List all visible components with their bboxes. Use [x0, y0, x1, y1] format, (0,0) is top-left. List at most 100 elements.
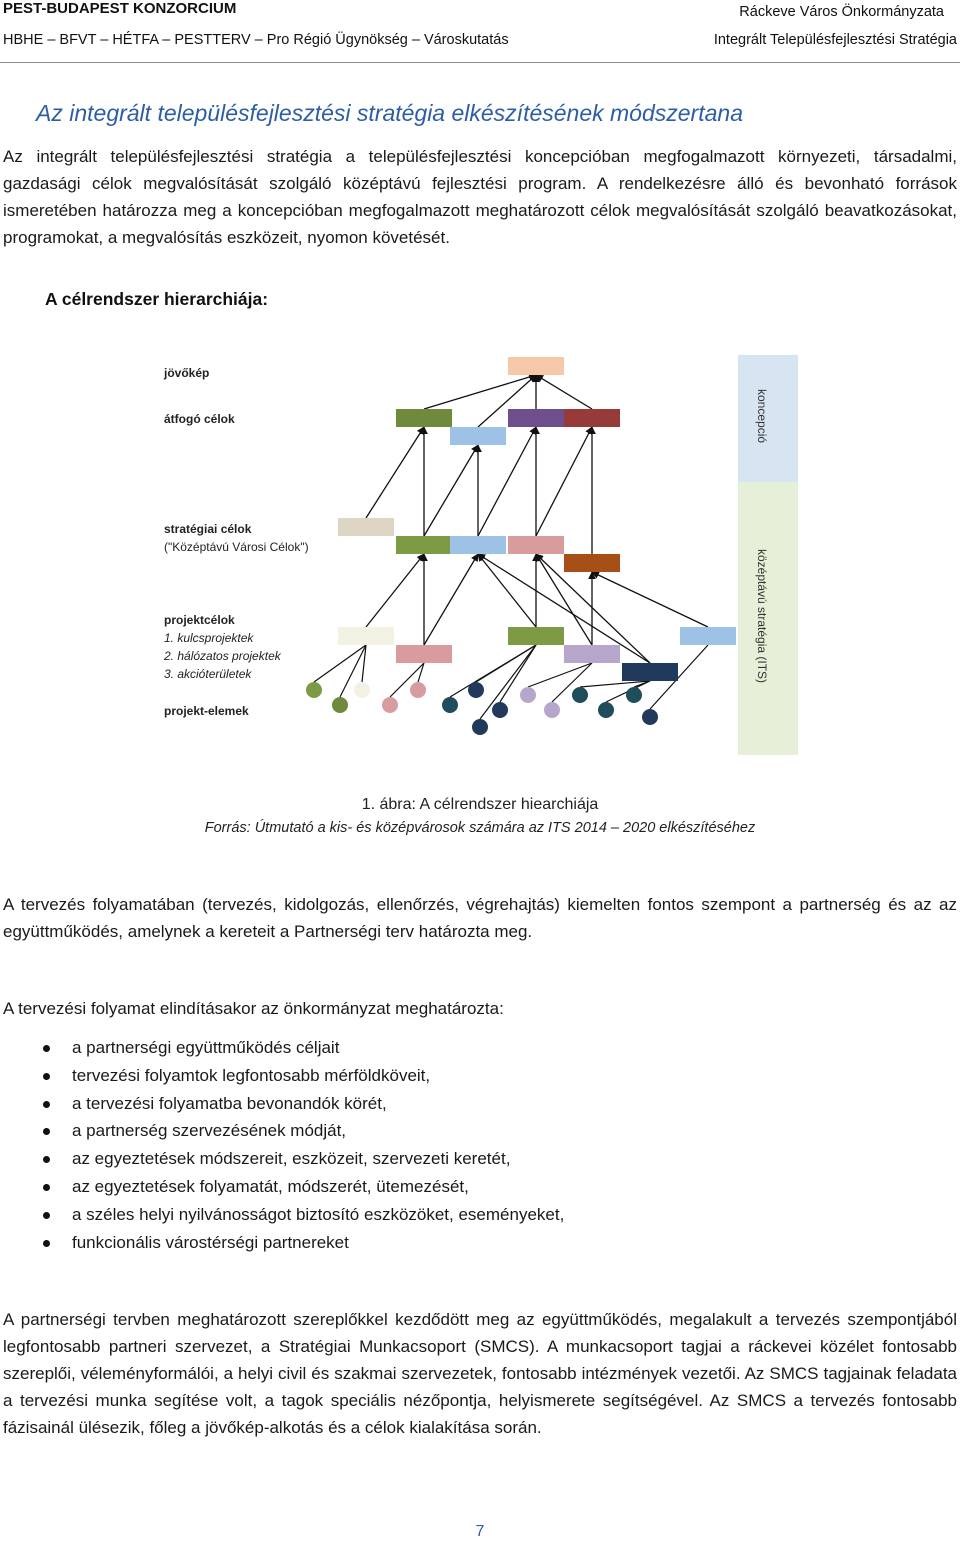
project-element-dot	[468, 682, 484, 698]
goal-box	[396, 409, 452, 427]
list-item: az egyeztetések módszereit, eszközeit, s…	[0, 1145, 900, 1173]
goal-box	[338, 518, 394, 536]
intro-paragraph: Az integrált településfejlesztési straté…	[3, 147, 957, 247]
hierarchy-arrow	[477, 553, 651, 664]
hierarchy-arrow	[499, 644, 537, 703]
goal-box	[450, 536, 506, 554]
goal-box	[508, 409, 564, 427]
label-project-elements: projekt-elemek	[164, 704, 249, 718]
page-header: PEST-BUDAPEST KONZORCIUM HBHE – BFVT – H…	[0, 0, 960, 63]
label-vision: jövőkép	[163, 366, 209, 380]
list-item: tervezési folyamtok legfontosabb mérföld…	[0, 1062, 900, 1090]
goal-box	[396, 536, 452, 554]
hierarchy-arrow	[423, 444, 479, 537]
hierarchy-arrow	[361, 644, 367, 683]
figure-caption: 1. ábra: A célrendszer hiearchiája	[361, 796, 599, 813]
project-element-dot	[332, 697, 348, 713]
hierarchy-arrow	[535, 553, 651, 664]
bullet-icon	[43, 1183, 50, 1191]
hierarchy-arrow	[423, 373, 537, 410]
label-overarching-goals: átfogó célok	[164, 412, 235, 426]
project-element-dot	[492, 702, 508, 718]
project-element-dot	[520, 687, 536, 703]
header-consortium: PEST-BUDAPEST KONZORCIUM	[3, 0, 237, 17]
bullet-icon	[43, 1128, 50, 1136]
goal-box	[508, 627, 564, 645]
goal-box	[564, 554, 620, 572]
list-item: funkcionális várostérségi partnereket	[0, 1229, 900, 1257]
hierarchy-arrow	[475, 644, 537, 683]
list-item: a tervezési folyamatba bevonandók körét,	[0, 1090, 900, 1118]
goal-box	[622, 663, 678, 681]
hierarchy-arrow	[339, 644, 367, 698]
page-number: 7	[475, 1523, 485, 1540]
label-key-projects: 1. kulcsprojektek	[164, 631, 254, 645]
list-item: a partnerség szervezésének módját,	[0, 1117, 900, 1145]
project-element-dot	[354, 682, 370, 698]
section-title: Az integrált településfejlesztési straté…	[36, 100, 743, 126]
hierarchy-arrow	[417, 662, 425, 683]
bullet-icon	[43, 1239, 50, 1247]
side-label-concept: koncepció	[755, 389, 769, 443]
list-item: a partnerségi együttműködés céljait	[0, 1034, 900, 1062]
goal-hierarchy-diagram: koncepció középtávú stratégia (ITS) jövő…	[163, 355, 798, 755]
goal-box	[564, 645, 620, 663]
goal-box	[508, 357, 564, 375]
goal-box	[508, 536, 564, 554]
hierarchy-arrow	[423, 553, 479, 646]
planning-intro-paragraph: A tervezési folyamat elindításakor az ön…	[3, 999, 504, 1018]
hierarchy-arrow	[389, 662, 425, 698]
hierarchy-arrow	[365, 553, 425, 628]
hierarchy-arrow	[633, 680, 651, 688]
side-label-strategy: középtávú stratégia (ITS)	[755, 549, 769, 683]
label-strategic-goals-sub: ("Középtávú Városi Célok")	[164, 540, 309, 554]
header-partners: HBHE – BFVT – HÉTFA – PESTTERV – Pro Rég…	[3, 32, 509, 48]
hierarchy-arrow	[649, 644, 709, 710]
project-element-dot	[626, 687, 642, 703]
goal-box	[450, 427, 506, 445]
hierarchy-arrow	[579, 680, 651, 688]
header-document-title: Integrált Településfejlesztési Stratégia	[713, 32, 957, 48]
label-strategic-goals: stratégiai célok	[164, 522, 252, 536]
goal-box	[396, 645, 452, 663]
bullet-icon	[43, 1211, 50, 1219]
label-network-projects: 2. hálózatos projektek	[163, 649, 282, 663]
hierarchy-arrow	[551, 662, 593, 703]
hierarchy-arrow	[535, 374, 593, 410]
project-element-dot	[382, 697, 398, 713]
project-element-dot	[544, 702, 560, 718]
project-element-dot	[572, 687, 588, 703]
goal-hierarchy-figure: koncepció középtávú stratégia (ITS) jövő…	[150, 345, 810, 765]
project-element-dot	[306, 682, 322, 698]
hierarchy-arrow	[535, 553, 593, 646]
hierarchy-arrow	[477, 553, 537, 628]
project-element-dot	[598, 702, 614, 718]
hierarchy-arrow	[591, 571, 709, 628]
goal-box	[680, 627, 736, 645]
hierarchy-arrow	[313, 644, 367, 683]
planning-items-list: a partnerségi együttműködés céljait terv…	[0, 1034, 900, 1256]
list-item: a széles helyi nyilvánosságot biztosító …	[0, 1201, 900, 1229]
smcs-paragraph: A partnerségi tervben meghatározott szer…	[3, 1310, 957, 1437]
hierarchy-arrow	[479, 644, 537, 720]
goal-box	[338, 627, 394, 645]
side-bar-strategy	[738, 482, 798, 755]
bullet-icon	[43, 1045, 50, 1052]
project-element-dot	[410, 682, 426, 698]
project-element-dot	[472, 719, 488, 735]
partnership-paragraph: A tervezés folyamatában (tervezés, kidol…	[3, 895, 957, 941]
hierarchy-arrow	[365, 426, 425, 519]
hierarchy-subheading: A célrendszer hierarchiája:	[45, 289, 269, 309]
bullet-icon	[43, 1100, 50, 1108]
hierarchy-arrow	[535, 426, 593, 537]
label-action-areas: 3. akcióterületek	[164, 667, 252, 681]
header-municipality: Ráckeve Város Önkormányzata	[739, 4, 944, 20]
project-element-dot	[442, 697, 458, 713]
list-item: az egyeztetések folyamatát, módszerét, ü…	[0, 1173, 900, 1201]
hierarchy-arrow	[477, 374, 537, 428]
bullet-icon	[43, 1156, 50, 1164]
bullet-icon	[43, 1072, 50, 1080]
label-project-goals: projektcélok	[164, 613, 235, 627]
side-bar-concept	[738, 355, 798, 482]
hierarchy-arrow	[477, 426, 537, 537]
